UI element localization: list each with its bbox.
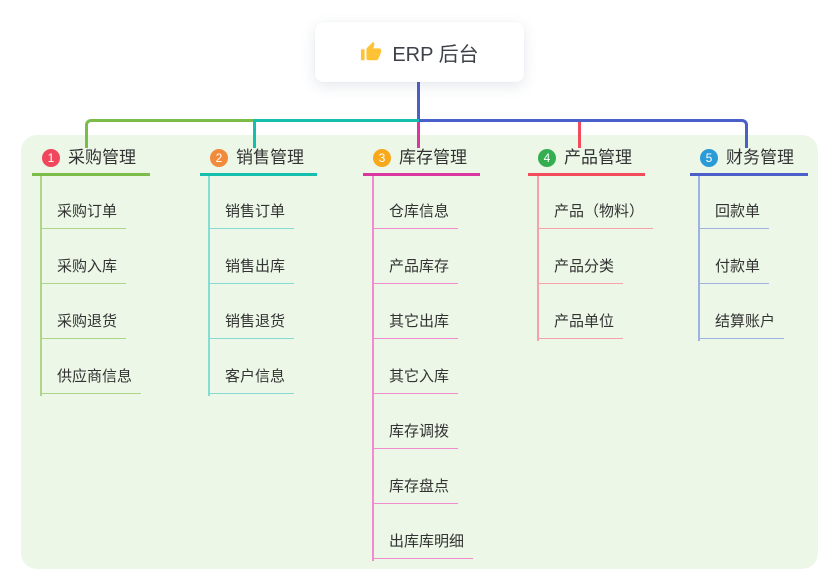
mindmap-node[interactable]: 产品库存 (372, 257, 459, 284)
mindmap-node[interactable]: 销售订单 (208, 202, 295, 229)
connector-bar-mid (253, 119, 419, 148)
mindmap-node[interactable]: 产品（物料） (537, 202, 654, 229)
branch-label: 采购管理 (68, 148, 136, 167)
branch-connector-line (40, 176, 42, 396)
branch-number-badge: 3 (373, 149, 391, 167)
mindmap-node[interactable]: 库存调拨 (372, 422, 459, 449)
connector-bar-right (419, 119, 748, 148)
mindmap-node[interactable]: 其它入库 (372, 367, 459, 394)
thumbs-up-icon (360, 41, 382, 63)
branch-number-badge: 5 (700, 149, 718, 167)
mindmap-node[interactable]: 其它出库 (372, 312, 459, 339)
mindmap-node[interactable]: 付款单 (698, 257, 770, 284)
root-label: ERP 后台 (392, 43, 479, 66)
mindmap-node[interactable]: 销售退货 (208, 312, 295, 339)
branch-header-4[interactable]: 4 产品管理 (528, 147, 645, 176)
root-node[interactable]: ERP 后台 (315, 22, 524, 82)
branch-connector-line (537, 176, 539, 341)
mindmap-node[interactable]: 回款单 (698, 202, 770, 229)
connector-drop-product (578, 122, 581, 148)
mindmap-node[interactable]: 采购退货 (40, 312, 127, 339)
branch-header-3[interactable]: 3 库存管理 (363, 147, 480, 176)
mindmap-node[interactable]: 采购订单 (40, 202, 127, 229)
mindmap-node[interactable]: 采购入库 (40, 257, 127, 284)
branch-header-5[interactable]: 5 财务管理 (690, 147, 808, 176)
mindmap-node[interactable]: 产品分类 (537, 257, 624, 284)
branch-header-1[interactable]: 1 采购管理 (32, 147, 150, 176)
branch-connector-line (698, 176, 700, 341)
connector-root-stem (417, 82, 420, 122)
mindmap-node[interactable]: 出库库明细 (372, 532, 474, 559)
mindmap-node[interactable]: 供应商信息 (40, 367, 142, 394)
mindmap-node[interactable]: 仓库信息 (372, 202, 459, 229)
branch-number-badge: 4 (538, 149, 556, 167)
connector-drop-inventory (417, 122, 420, 148)
branch-connector-line (208, 176, 210, 396)
branch-connector-line (372, 176, 374, 561)
branch-label: 库存管理 (399, 148, 467, 167)
mindmap-node[interactable]: 库存盘点 (372, 477, 459, 504)
mindmap-panel (21, 135, 818, 569)
branch-label: 产品管理 (564, 148, 632, 167)
connector-bar-left (85, 119, 253, 148)
mindmap-node[interactable]: 结算账户 (698, 312, 785, 339)
mindmap-node[interactable]: 产品单位 (537, 312, 624, 339)
mindmap-node[interactable]: 客户信息 (208, 367, 295, 394)
mindmap-node[interactable]: 销售出库 (208, 257, 295, 284)
branch-label: 财务管理 (726, 148, 794, 167)
branch-number-badge: 1 (42, 149, 60, 167)
branch-number-badge: 2 (210, 149, 228, 167)
branch-label: 销售管理 (236, 148, 304, 167)
branch-header-2[interactable]: 2 销售管理 (200, 147, 317, 176)
